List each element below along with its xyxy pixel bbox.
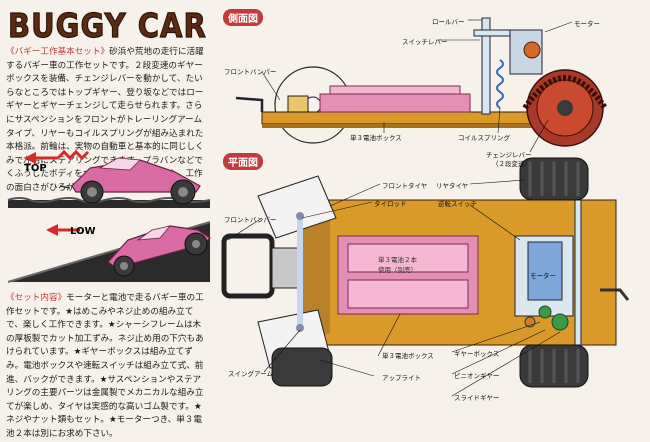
top-gear-label: TOP [24,163,47,174]
label-battery-box-side: 単３電池ボックス [350,134,402,142]
side-roll-bar [481,17,491,115]
label-battery-text-1: 単３電池２本 [378,256,417,264]
label-reverse-switch: 逆転スイッチ [438,200,477,208]
contents-body: モーターと電池で走るバギー車の工作セットです。★はめこみやネジ止めの組み立てで、… [6,293,204,439]
top-speed-wave-arrow [56,149,90,161]
side-front-bumper [235,96,264,112]
label-pinion-gear: ピニオンギヤー [454,372,500,380]
label-slide-gear: スライドギヤー [454,394,500,402]
page-title: BUGGY CAR [8,5,207,46]
low-gear-illustration [7,221,211,283]
label-roll-bar: ロールバー [432,18,465,26]
top-front-bumper [221,233,275,299]
label-swing-arm: スイングアーム [228,370,273,378]
side-view-diagram [235,17,608,153]
top-view-heading: 平面図 [223,153,263,170]
label-switch-lever: スイッチレバー [402,38,448,46]
side-coil-spring [496,59,504,109]
label-gear-box: ギヤーボックス [454,350,500,358]
side-battery-box [319,93,471,113]
battery-1 [347,243,469,273]
label-rear-tire: リヤタイヤ [436,182,469,190]
label-upright: アップライト [382,374,421,382]
top-front-wheel-bottom [271,347,333,387]
top-gear-illustration [7,149,211,208]
label-front-bumper-top: フロントバンパー [224,216,277,224]
label-change-lever: チェンジレバー [486,151,532,159]
low-arrow [46,224,58,236]
contents-paragraph: 《セット内容》モーターと電池で走るバギー車の工作セットです。★はめこみやネジ止め… [6,292,206,442]
top-motor [527,241,563,301]
label-change-lever-sub: （２段変速） [492,160,531,168]
top-front-tire-left [257,175,337,239]
label-battery-text-2: 使用（別売） [378,266,417,274]
label-coil-spring: コイルスプリング [458,134,510,142]
label-front-bumper-side: フロントバンパー [224,68,277,76]
label-battery-box-top: 単３電池ボックス [382,352,434,360]
intro-heading: 《バギー工作基本セット》 [6,47,110,57]
contents-heading: 《セット内容》 [6,293,67,303]
low-gear-label: LOW [70,226,96,237]
side-view-heading: 側面図 [223,9,263,26]
label-motor-side: モーター [574,20,600,28]
label-motor-top: モーター [530,272,556,280]
battery-2 [347,279,469,309]
label-front-tire: フロントタイヤ [382,182,428,190]
top-view-diagram [221,157,630,397]
illustrations-layer [7,17,630,397]
label-tie-rod: タイロッド [374,200,407,208]
box-art-page: BUGGY CAR 《バギー工作基本セット》砂浜や荒地の走行に活躍するバギー車の… [6,5,630,439]
